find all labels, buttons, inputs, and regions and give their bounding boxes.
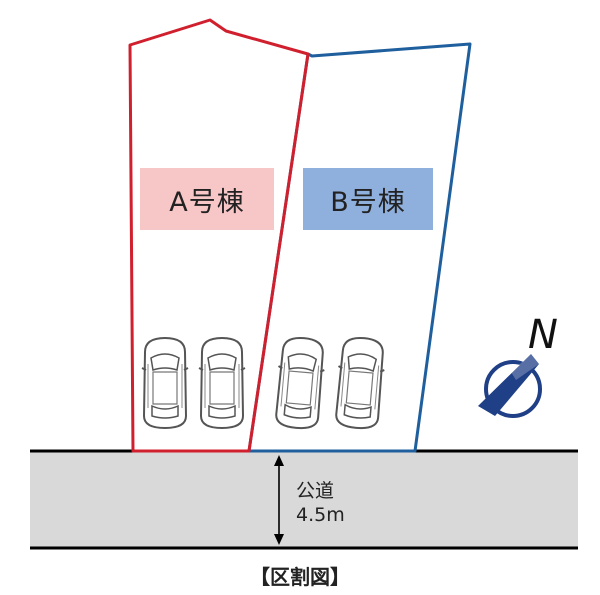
- dimension-arrow-top: [274, 455, 284, 466]
- road-width-label: 4.5m: [296, 504, 345, 526]
- road-area: [30, 451, 578, 548]
- lot-a-outline: [128, 18, 310, 453]
- dimension-arrow-bottom: [274, 534, 284, 545]
- north-arrow-icon: [478, 354, 542, 418]
- car-icon: [272, 335, 328, 431]
- road-name: 公道: [296, 480, 335, 502]
- car-icon: [332, 335, 388, 431]
- lot-b-label: B号棟: [303, 168, 433, 230]
- north-label: N: [528, 312, 558, 358]
- car-icon: [198, 337, 246, 429]
- car-icon: [141, 337, 189, 429]
- diagram-caption: 【区割図】: [250, 565, 350, 589]
- lot-a-label: A号棟: [140, 168, 274, 230]
